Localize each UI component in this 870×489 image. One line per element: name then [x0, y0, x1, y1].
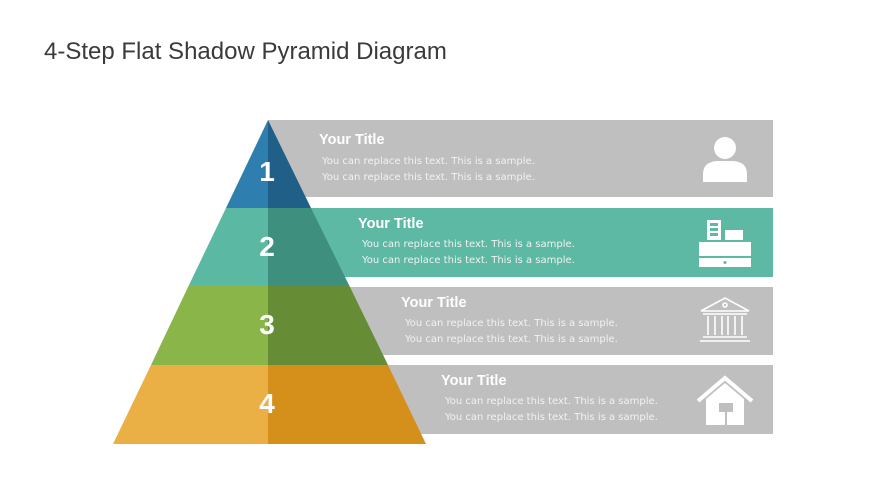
- slide-title: 4-Step Flat Shadow Pyramid Diagram: [44, 38, 447, 65]
- pyramid-tier-2: [189, 208, 349, 285]
- bank-icon: [700, 297, 750, 342]
- step-4-text-2: You can replace this text. This is a sam…: [445, 412, 658, 423]
- step-3-text-1: You can replace this text. This is a sam…: [405, 318, 618, 329]
- step-1-text-2: You can replace this text. This is a sam…: [322, 172, 535, 183]
- step-4-text-1: You can replace this text. This is a sam…: [445, 396, 658, 407]
- step-4-title: Your Title: [441, 373, 507, 389]
- step-2-band: Your Title You can replace this text. Th…: [268, 208, 773, 277]
- step-3-number: 3: [259, 309, 275, 340]
- step-1-text-1: You can replace this text. This is a sam…: [322, 156, 535, 167]
- step-3-text-2: You can replace this text. This is a sam…: [405, 334, 618, 345]
- step-2-text-1: You can replace this text. This is a sam…: [362, 239, 575, 250]
- pyramid-tier-4: [113, 365, 426, 444]
- user-icon: [703, 137, 747, 182]
- pyramid-tier-3: [151, 285, 388, 365]
- step-1-number: 1: [259, 156, 275, 187]
- step-2-title: Your Title: [358, 216, 424, 232]
- step-3-title: Your Title: [401, 295, 467, 311]
- step-1-title: Your Title: [319, 132, 385, 148]
- step-2-number: 2: [259, 231, 275, 262]
- cash-register-icon: [699, 220, 751, 267]
- house-icon: [696, 375, 754, 425]
- step-2-text-2: You can replace this text. This is a sam…: [362, 255, 575, 266]
- step-4-number: 4: [259, 388, 275, 419]
- step-1-band: Your Title You can replace this text. Th…: [268, 120, 773, 197]
- pyramid-tier-1: [226, 120, 311, 208]
